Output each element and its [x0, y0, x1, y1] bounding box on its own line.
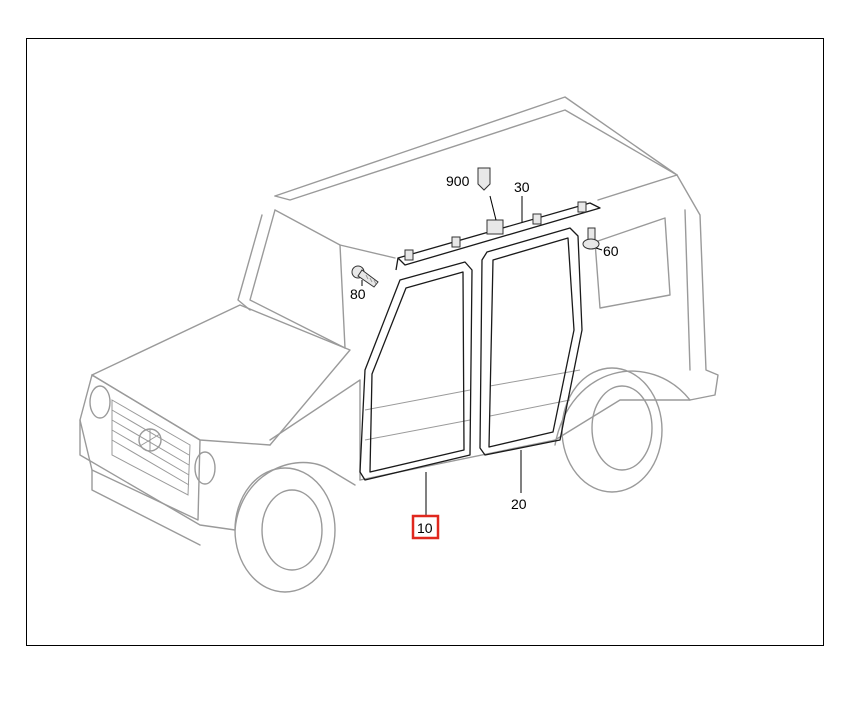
connector-part-900	[486, 219, 504, 235]
vehicle-body	[79, 96, 719, 593]
clip-part-900	[477, 167, 491, 191]
diagram-frame	[26, 38, 824, 646]
roof-rail	[395, 201, 601, 271]
callout-20: 20	[511, 496, 527, 512]
leader-lines	[361, 195, 603, 515]
bolt-part-60	[582, 227, 600, 250]
door-seal-front	[359, 261, 473, 481]
door-seal-rear	[479, 227, 583, 456]
callout-10[interactable]: 10	[417, 520, 433, 536]
callout-80: 80	[350, 286, 366, 302]
callout-10-highlight-box[interactable]	[411, 514, 440, 540]
bolt-part-80	[351, 265, 379, 288]
callout-30: 30	[514, 179, 530, 195]
callout-60: 60	[603, 243, 619, 259]
callout-900: 900	[446, 173, 470, 189]
